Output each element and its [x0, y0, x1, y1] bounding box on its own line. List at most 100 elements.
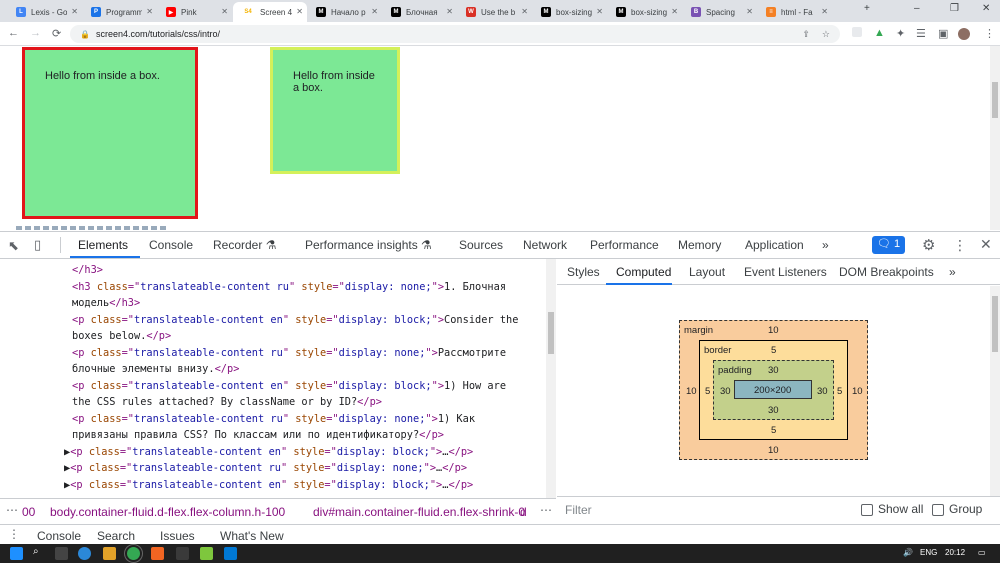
- side-panel-icon[interactable]: ▣: [938, 28, 949, 40]
- reading-list-icon[interactable]: ☰: [916, 28, 926, 40]
- drawer-tab-whats-new[interactable]: What's New: [220, 529, 284, 543]
- app-icon-3[interactable]: [200, 547, 213, 560]
- dom-tree-line[interactable]: <h3 class="translateable-content ru" sty…: [72, 280, 507, 293]
- tab-close-icon[interactable]: ✕: [746, 7, 753, 16]
- tab-close-icon[interactable]: ✕: [71, 7, 78, 16]
- breadcrumb-item[interactable]: body.container-fluid.d-flex.flex-column.…: [50, 505, 286, 519]
- show-all-checkbox[interactable]: [861, 504, 873, 516]
- tab-close-icon[interactable]: ✕: [521, 7, 528, 16]
- margin-bottom-value[interactable]: 10: [768, 445, 779, 456]
- dom-tree-line[interactable]: the CSS rules attached? By className or …: [72, 396, 382, 408]
- breadcrumb-item[interactable]: div#main.container-fluid.en.flex-shrink-…: [313, 505, 526, 519]
- sidebar-tab[interactable]: Layout: [689, 265, 726, 279]
- breadcrumb-item[interactable]: d: [520, 505, 527, 519]
- border-right-value[interactable]: 5: [837, 386, 843, 397]
- search-icon[interactable]: ⌕: [33, 546, 39, 557]
- border-left-value[interactable]: 5: [705, 386, 711, 397]
- dom-tree-line[interactable]: <p class="translateable-content ru" styl…: [72, 346, 507, 359]
- dom-tree-line[interactable]: </h3>: [72, 264, 103, 276]
- tab-close-icon[interactable]: ✕: [146, 7, 153, 16]
- margin-top-value[interactable]: 10: [768, 325, 779, 336]
- settings-gear-icon[interactable]: ⚙: [922, 237, 936, 254]
- drawer-tab-console[interactable]: Console: [37, 529, 82, 543]
- restore-button[interactable]: ❐: [950, 3, 959, 14]
- drawer-tab-search[interactable]: Search: [97, 529, 136, 543]
- elements-dom-tree[interactable]: </h3> <h3 class="translateable-content ru…: [0, 259, 556, 498]
- tab-close-icon[interactable]: ✕: [671, 7, 678, 16]
- browser-menu-icon[interactable]: ⋮: [984, 28, 995, 40]
- sidebar-tab[interactable]: Event Listeners: [744, 265, 827, 279]
- close-window-button[interactable]: ✕: [982, 3, 991, 14]
- notifications-icon[interactable]: ▭: [978, 548, 986, 557]
- tab-close-icon[interactable]: ✕: [596, 7, 603, 16]
- sidebar-tab[interactable]: Styles: [567, 265, 600, 279]
- vscode-icon[interactable]: [224, 547, 237, 560]
- padding-left-value[interactable]: 30: [720, 386, 731, 397]
- box-model-content[interactable]: [734, 380, 812, 399]
- chrome-icon[interactable]: [124, 544, 143, 563]
- drawer-tab-issues[interactable]: Issues: [160, 529, 195, 543]
- device-toolbar-icon[interactable]: ▯: [34, 237, 42, 252]
- sidebar-tab[interactable]: »: [949, 265, 956, 279]
- devtools-tab[interactable]: Memory: [678, 238, 722, 252]
- browser-tab[interactable]: ▶Pink✕: [158, 2, 232, 22]
- devtools-tab[interactable]: Console: [149, 238, 194, 252]
- minimize-button[interactable]: –: [914, 3, 920, 14]
- breadcrumb-more-icon[interactable]: ⋯: [6, 503, 18, 517]
- computed-scroll-thumb[interactable]: [992, 296, 998, 352]
- dom-tree-line[interactable]: ▶<p class="translateable-content ru" sty…: [64, 462, 468, 474]
- dom-tree-scroll-thumb[interactable]: [548, 312, 554, 354]
- close-devtools-icon[interactable]: ✕: [980, 236, 992, 252]
- dom-tree-line[interactable]: <p class="translateable-content en" styl…: [72, 313, 519, 326]
- computed-scrollbar[interactable]: [990, 286, 1000, 496]
- dom-tree-line[interactable]: ▶<p class="translateable-content en" sty…: [64, 445, 474, 458]
- language-indicator[interactable]: ENG: [920, 548, 938, 557]
- border-bottom-value[interactable]: 5: [771, 425, 777, 436]
- sidebar-tab[interactable]: Computed: [616, 265, 672, 279]
- issues-badge[interactable]: 🗨 1: [872, 236, 906, 254]
- app-icon[interactable]: [151, 547, 164, 560]
- border-top-value[interactable]: 5: [771, 345, 777, 356]
- tab-close-icon[interactable]: ✕: [221, 7, 228, 16]
- dom-tree-line[interactable]: ▶<p class="translateable-content en" sty…: [64, 478, 474, 491]
- dom-tree-line[interactable]: модель</h3>: [72, 297, 141, 309]
- devtools-tab[interactable]: Network: [523, 238, 568, 252]
- edge-icon[interactable]: [78, 547, 91, 560]
- margin-left-value[interactable]: 10: [686, 386, 697, 397]
- forward-button[interactable]: →: [30, 27, 41, 39]
- devtools-tab[interactable]: Elements: [78, 238, 129, 252]
- breadcrumb-item[interactable]: 00: [22, 505, 36, 519]
- content-size-value[interactable]: 200×200: [754, 385, 792, 396]
- devtools-tab[interactable]: Performance insights ⚗: [305, 238, 432, 252]
- browser-tab[interactable]: ≡html - Fa✕: [758, 2, 832, 22]
- more-options-icon[interactable]: ⋮: [953, 237, 967, 253]
- tab-close-icon[interactable]: ✕: [371, 7, 378, 16]
- page-scrollbar[interactable]: [990, 46, 1000, 230]
- share-icon[interactable]: ⇪: [802, 28, 810, 39]
- padding-right-value[interactable]: 30: [817, 386, 828, 397]
- padding-top-value[interactable]: 30: [768, 365, 779, 376]
- dom-tree-line[interactable]: привязаны правила CSS? По классам или по…: [72, 429, 444, 441]
- dom-tree-line[interactable]: блочные элементы внизу.</p>: [72, 363, 240, 375]
- address-bar[interactable]: 🔒 screen4.com/tutorials/css/intro/ ⇪ ☆: [70, 25, 840, 43]
- drive-extension-icon[interactable]: ▲: [874, 27, 885, 39]
- tab-close-icon[interactable]: ✕: [446, 7, 453, 16]
- group-checkbox[interactable]: [932, 504, 944, 516]
- windows-start-icon[interactable]: [10, 547, 23, 560]
- extension-icon[interactable]: [852, 27, 862, 37]
- padding-bottom-value[interactable]: 30: [768, 405, 779, 416]
- app-icon-2[interactable]: [176, 547, 189, 560]
- extensions-puzzle-icon[interactable]: ✦: [896, 28, 906, 40]
- tab-close-icon[interactable]: ✕: [296, 7, 303, 16]
- devtools-tab[interactable]: Performance: [590, 238, 659, 252]
- devtools-tab[interactable]: »: [822, 238, 829, 252]
- reload-button[interactable]: ⟳: [52, 28, 62, 40]
- task-view-icon[interactable]: [55, 547, 68, 560]
- volume-icon[interactable]: 🔊: [903, 548, 913, 557]
